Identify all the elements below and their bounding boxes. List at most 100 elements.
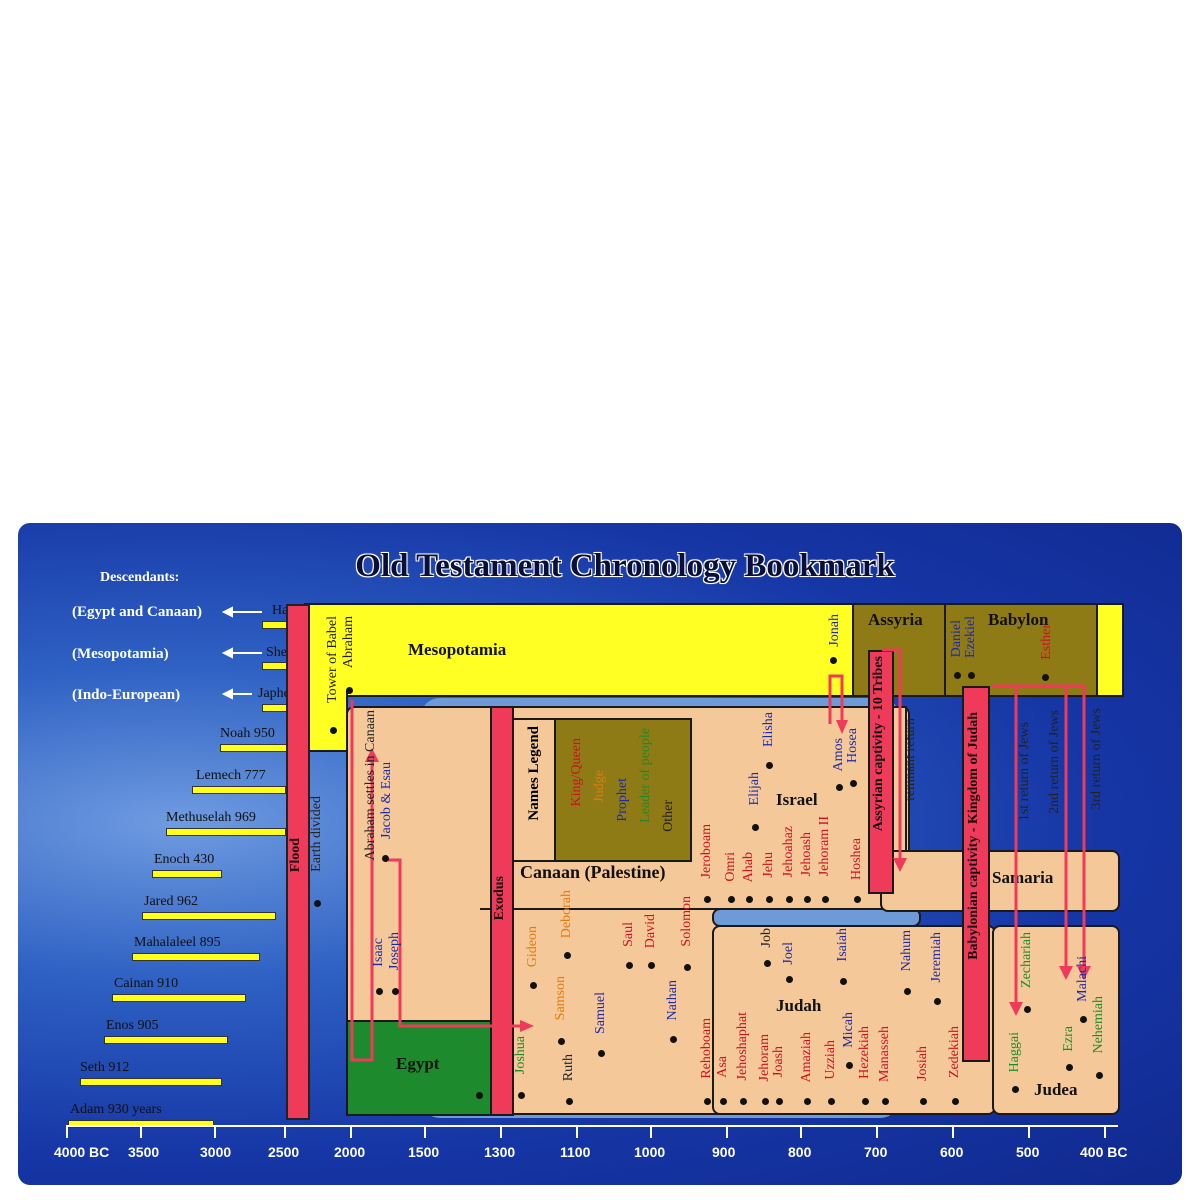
dot-joel <box>786 976 793 983</box>
dot-joseph <box>392 988 399 995</box>
label-tower-of-babel: Tower of Babel <box>325 616 340 703</box>
name-hezekiah: Hezekiah <box>857 1026 872 1079</box>
axis-label-400bc: 400 BC <box>1080 1144 1128 1160</box>
name-saul: Saul <box>621 922 636 947</box>
tick-500 <box>1028 1126 1030 1138</box>
label-lemech: Lemech 777 <box>196 768 266 783</box>
dot-jehoahaz <box>786 896 793 903</box>
dot-micah <box>846 1062 853 1069</box>
dot-hezekiah <box>862 1098 869 1105</box>
dot-esther <box>1042 674 1049 681</box>
name-haggai: Haggai <box>1007 1032 1022 1073</box>
tick-4000bc <box>66 1126 68 1138</box>
axis-label-3000: 3000 <box>200 1144 232 1160</box>
name-uzziah: Uzziah <box>823 1040 838 1080</box>
dot-hosea <box>850 780 857 787</box>
dot-daniel <box>954 672 961 679</box>
name-micah: Micah <box>841 1012 856 1048</box>
label-babylon: Babylon <box>988 610 1049 629</box>
dot-asa <box>720 1098 727 1105</box>
dot-david <box>648 962 655 969</box>
axis-label-500: 500 <box>1016 1144 1040 1160</box>
dot-abraham <box>346 687 353 694</box>
label-judah: Judah <box>776 996 822 1015</box>
label-return-2: 2nd return of Jews <box>1047 710 1062 814</box>
name-samson: Samson <box>553 976 568 1021</box>
name-samuel: Samuel <box>593 992 608 1034</box>
dot-jonah <box>830 657 837 664</box>
axis-label-1000: 1000 <box>634 1144 666 1160</box>
descendants-heading: Descendants: <box>100 570 180 585</box>
dot-nahum <box>904 988 911 995</box>
dot-nathan <box>670 1036 677 1043</box>
dot-jeremiah <box>934 998 941 1005</box>
name-jehoahaz: Jehoahaz <box>781 826 796 878</box>
dot-hoshea <box>854 896 861 903</box>
dot-jehu <box>766 896 773 903</box>
name-job: Job <box>759 928 774 948</box>
name-asa: Asa <box>715 1056 730 1078</box>
name-solomon: Solomon <box>679 896 694 947</box>
descendant-region-shem: (Mesopotamia) <box>72 646 169 662</box>
descendant-region-ham: (Egypt and Canaan) <box>72 604 203 620</box>
name-gideon: Gideon <box>525 926 540 968</box>
dot-isaac <box>376 988 383 995</box>
name-josiah: Josiah <box>915 1046 930 1081</box>
name-daniel: Daniel <box>949 620 964 658</box>
tick-2500 <box>284 1126 286 1138</box>
tick-1300 <box>500 1126 502 1138</box>
dot-uzziah <box>828 1098 835 1105</box>
tick-1000 <box>650 1126 652 1138</box>
dot-malachi <box>1080 1016 1087 1023</box>
name-nathan: Nathan <box>665 980 680 1021</box>
dot-joshua <box>518 1092 525 1099</box>
dot-ezekiel <box>968 672 975 679</box>
name-isaiah: Isaiah <box>835 928 850 962</box>
dot-amos <box>836 784 843 791</box>
label-egypt: Egypt <box>396 1054 440 1073</box>
axis-label-3500: 3500 <box>128 1144 160 1160</box>
label-remnant-return: remnant return <box>903 718 918 801</box>
tick-900 <box>726 1126 728 1138</box>
axis-label-1100: 1100 <box>560 1144 591 1160</box>
name-ezekiel: Ezekiel <box>963 616 978 658</box>
name-esther: Esther <box>1039 624 1054 660</box>
dot-rehoboam <box>704 1098 711 1105</box>
dot-earth-divided <box>314 900 321 907</box>
name-ezra: Ezra <box>1061 1026 1076 1052</box>
dot-samson <box>558 1038 565 1045</box>
label-cainan: Cainan 910 <box>114 976 179 991</box>
label-enoch: Enoch 430 <box>154 852 215 867</box>
axis-label-1500: 1500 <box>408 1144 440 1160</box>
tick-600 <box>952 1126 954 1138</box>
name-moses: Moses <box>471 1040 486 1077</box>
bar-cainan <box>112 994 246 1002</box>
name-joel: Joel <box>781 942 796 965</box>
dot-amaziah <box>804 1098 811 1105</box>
bar-lemech <box>192 786 286 794</box>
flood-bar <box>286 604 310 1120</box>
dot-jehoram-ii <box>822 896 829 903</box>
dot-moses <box>476 1092 483 1099</box>
label-abraham-settles: Abraham settles in Canaan <box>363 710 378 861</box>
dot-samuel <box>598 1050 605 1057</box>
label-judea: Judea <box>1034 1080 1078 1099</box>
name-hoshea: Hoshea <box>849 838 864 880</box>
label-return-1: 1st return of Jews <box>1017 722 1032 822</box>
axis-label-600: 600 <box>940 1144 964 1160</box>
dot-zechariah <box>1024 1006 1031 1013</box>
dot-omri <box>728 896 735 903</box>
axis-label-2000: 2000 <box>334 1144 366 1160</box>
dot-manasseh <box>882 1098 889 1105</box>
dot-jehoram <box>762 1098 769 1105</box>
name-amaziah: Amaziah <box>799 1032 814 1083</box>
name-manasseh: Manasseh <box>877 1026 892 1082</box>
dot-job <box>764 960 771 967</box>
name-elisha: Elisha <box>761 712 776 747</box>
dot-zedekiah <box>952 1098 959 1105</box>
label-return-3: 3rd return of Jews <box>1089 708 1104 810</box>
name-zechariah: Zechariah <box>1019 932 1034 988</box>
axis-label-800: 800 <box>788 1144 812 1160</box>
label-assyria: Assyria <box>868 610 923 629</box>
